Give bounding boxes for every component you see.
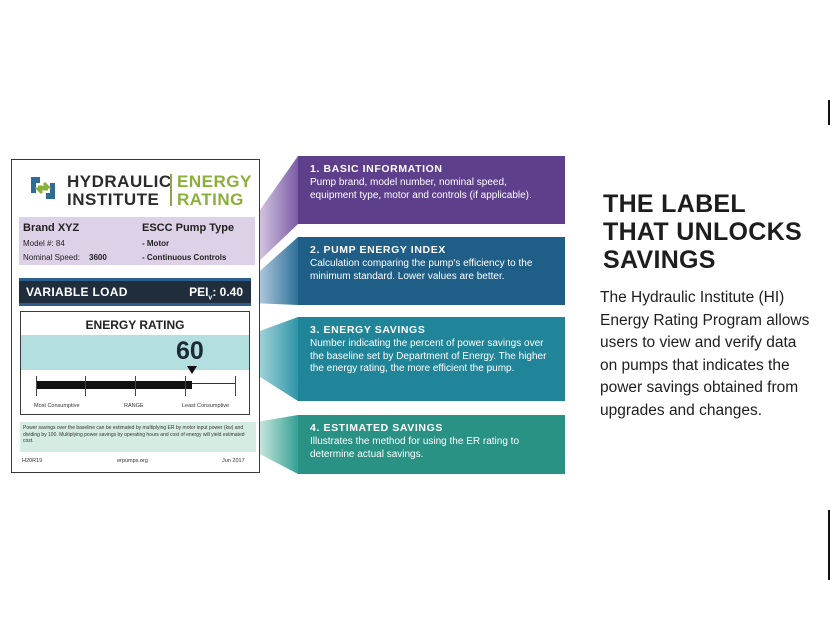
range-tick	[36, 376, 37, 396]
rating-value: 60	[176, 337, 204, 365]
pei-value: : 0.40	[212, 285, 243, 299]
panel-text: Calculation comparing the pump's efficie…	[310, 258, 533, 282]
range-right-label: Least Consumptive	[182, 403, 230, 409]
panel-title: 2. PUMP ENERGY INDEX	[310, 244, 446, 256]
range-fill	[36, 381, 192, 389]
pei-label: PEI	[189, 285, 209, 299]
panel-title: 1. BASIC INFORMATION	[310, 163, 443, 175]
brand-hydraulic: HYDRAULIC	[67, 172, 172, 191]
range-tick	[135, 376, 136, 396]
savings-note: Power savings over the baseline can be e…	[23, 425, 245, 444]
edge-mark	[828, 510, 830, 580]
headline: THE LABEL THAT UNLOCKS SAVINGS	[603, 190, 802, 274]
range-left-label: Most Consumptive	[34, 403, 80, 409]
pei-readout: PEIv: 0.40	[189, 285, 243, 301]
pump-type: ESCC Pump Type	[142, 222, 235, 234]
variable-load-bar: VARIABLE LOAD PEIv: 0.40	[19, 278, 251, 306]
connector-4	[256, 415, 298, 474]
panel-pump-energy-index: 2. PUMP ENERGY INDEX Calculation comparin…	[298, 237, 565, 305]
basic-info-band: Brand XYZ Model #: 84 Nominal Speed: 360…	[19, 217, 255, 265]
speed-label: Nominal Speed:	[23, 253, 80, 262]
range-mid-label: RANGE	[124, 403, 144, 409]
footer-url: erpumps.org	[117, 458, 148, 464]
brand-energy: ENERGY	[177, 172, 252, 191]
panel-basic-information: 1. BASIC INFORMATION Pump brand, model nu…	[298, 156, 565, 224]
panel-text: Pump brand, model number, nominal speed,…	[310, 177, 532, 201]
hi-logo-icon	[28, 173, 58, 203]
panel-text: Number indicating the percent of power s…	[310, 338, 547, 374]
body-text: The Hydraulic Institute (HI) Energy Rati…	[600, 289, 810, 419]
pei-subscript: v	[208, 294, 213, 302]
brand-institute: INSTITUTE	[67, 190, 160, 209]
brand-divider	[170, 174, 172, 206]
rating-title: ENERGY RATING	[85, 318, 185, 332]
connector-3	[249, 317, 298, 401]
speed-value: 3600	[89, 253, 107, 262]
range-tick	[85, 376, 86, 396]
panel-estimated-savings: 4. ESTIMATED SAVINGS Illustrates the meth…	[298, 415, 565, 474]
brand-name: Brand XYZ	[23, 222, 80, 234]
range-tick	[235, 376, 236, 396]
rating-band	[21, 335, 249, 370]
panel-title: 3. ENERGY SAVINGS	[310, 324, 426, 336]
edge-mark	[828, 100, 830, 125]
model-number: Model #: 84	[23, 239, 65, 248]
savings-note-band: Power savings over the baseline can be e…	[20, 422, 256, 452]
brand-rating: RATING	[177, 190, 244, 209]
type-motor: - Motor	[142, 239, 170, 248]
panel-text: Illustrates the method for using the ER …	[310, 436, 519, 460]
type-controls: - Continuous Controls	[142, 253, 227, 262]
footer-code: H20R19	[22, 458, 43, 464]
footer-date: Jun 2017	[222, 458, 245, 464]
panel-energy-savings: 3. ENERGY SAVINGS Number indicating the p…	[298, 317, 565, 401]
range-tick	[185, 376, 186, 396]
load-label: VARIABLE LOAD	[26, 285, 128, 299]
panel-title: 4. ESTIMATED SAVINGS	[310, 422, 443, 434]
rating-pointer-icon	[187, 366, 197, 374]
connector-1	[255, 156, 298, 265]
connector-2	[252, 237, 298, 305]
